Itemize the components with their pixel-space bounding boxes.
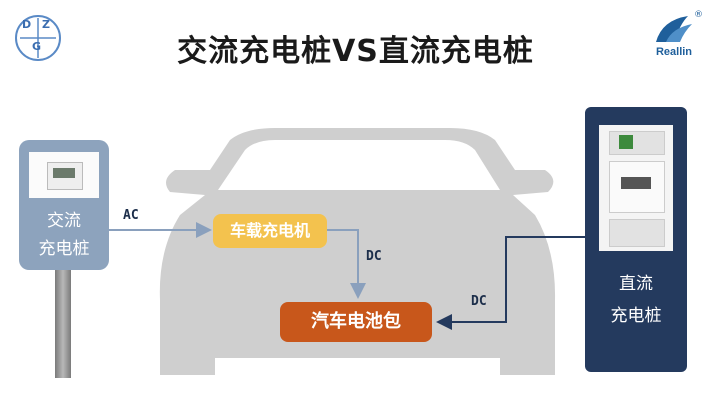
onboard-charger-box: 车载充电机 (213, 214, 327, 248)
dc-charging-post: 直流 充电桩 (585, 107, 687, 372)
ac-post-label-line1: 交流 (47, 211, 81, 231)
battery-pack-box: 汽车电池包 (280, 302, 432, 342)
reallin-brand-text: Reallin (655, 46, 693, 58)
dc-right-arrow (436, 236, 585, 330)
dc-right-label: DC (471, 294, 487, 309)
dc-mid-label: DC (366, 249, 382, 264)
dc-post-label-line2: 充电桩 (610, 306, 662, 326)
page-title: 交流充电桩VS直流充电桩 (177, 34, 534, 69)
ac-meter-image (29, 152, 99, 198)
ac-post-label-line2: 充电桩 (38, 239, 90, 259)
ac-charging-post: 交流 充电桩 (19, 140, 109, 270)
car-windshield (218, 140, 500, 190)
ac-label: AC (123, 208, 139, 223)
dc-meter-image (599, 125, 673, 251)
reallin-mark: ® (694, 10, 703, 20)
dzg-logo-icon (15, 15, 61, 61)
ac-post-pole (55, 268, 71, 378)
dc-mid-arrow (327, 229, 366, 299)
dzg-letter-z: Z (42, 18, 50, 31)
dzg-letter-g: G (32, 40, 42, 53)
reallin-logo: ® Reallin (644, 10, 704, 66)
dzg-letter-d: D (22, 18, 32, 31)
dc-post-label-line1: 直流 (619, 274, 653, 294)
reallin-logo-icon (656, 16, 692, 42)
